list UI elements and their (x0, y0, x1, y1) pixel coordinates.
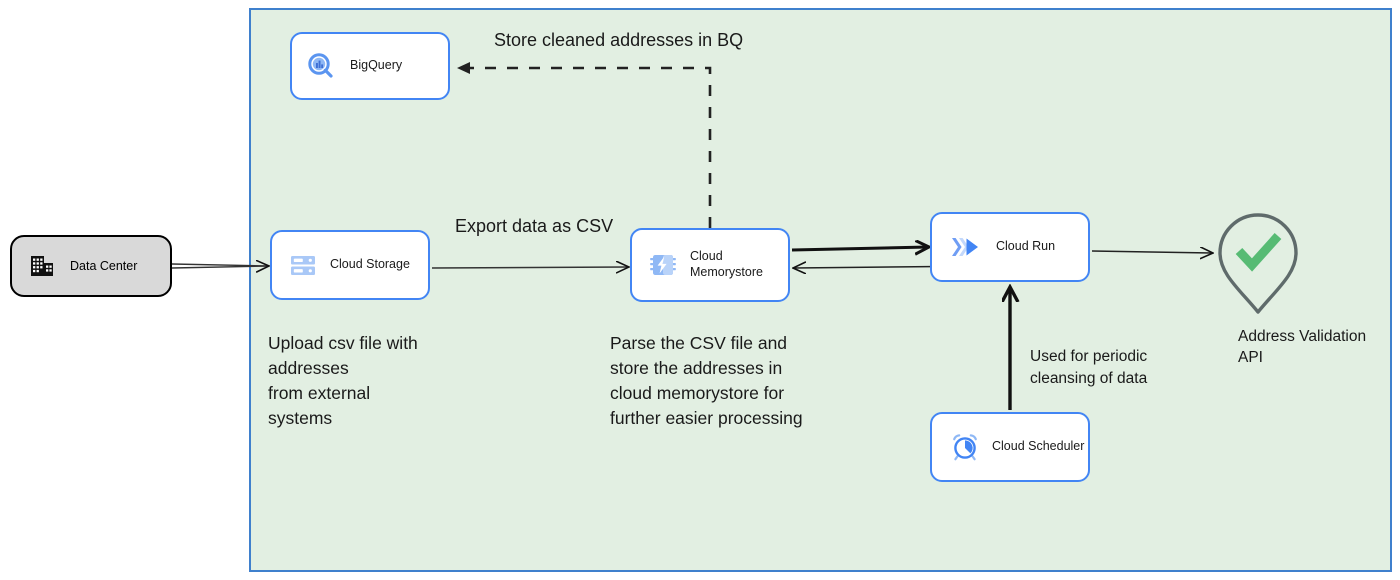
node-label: Cloud Storage (330, 257, 410, 272)
edge-label-periodic: Used for periodic cleansing of data (1030, 348, 1148, 387)
node-label: BigQuery (350, 58, 403, 73)
node-label: Data Center (70, 259, 138, 273)
node-data-center[interactable]: Data Center (10, 235, 172, 297)
bigquery-icon (306, 51, 336, 81)
node-cloud-scheduler[interactable]: Cloud Scheduler (930, 412, 1090, 482)
caption-upload-csv: Upload csv file with addresses from exte… (268, 333, 418, 428)
node-cloud-run[interactable]: Cloud Run (930, 212, 1090, 282)
edge-label-export-csv: Export data as CSV (455, 216, 614, 236)
node-cloud-storage[interactable]: Cloud Storage (270, 230, 430, 300)
cloud-scheduler-icon (950, 432, 980, 462)
node-cloud-memorystore[interactable]: Cloud Memorystore (630, 228, 790, 302)
cloud-memorystore-icon (648, 250, 678, 280)
caption-parse-csv: Parse the CSV file and store the address… (610, 333, 803, 428)
data-center-icon (28, 252, 56, 280)
cloud-run-icon (948, 232, 982, 262)
node-label-address-validation-api: Address Validation API (1238, 328, 1367, 366)
cloud-storage-icon (288, 250, 318, 280)
node-bigquery[interactable]: BigQuery (290, 32, 450, 100)
google-cloud-zone (249, 8, 1392, 572)
node-label: Cloud Memorystore (690, 249, 763, 279)
edge-label-store-in-bq: Store cleaned addresses in BQ (494, 30, 744, 50)
node-label: Cloud Run (996, 239, 1056, 254)
node-label: Cloud Scheduler (992, 439, 1085, 454)
